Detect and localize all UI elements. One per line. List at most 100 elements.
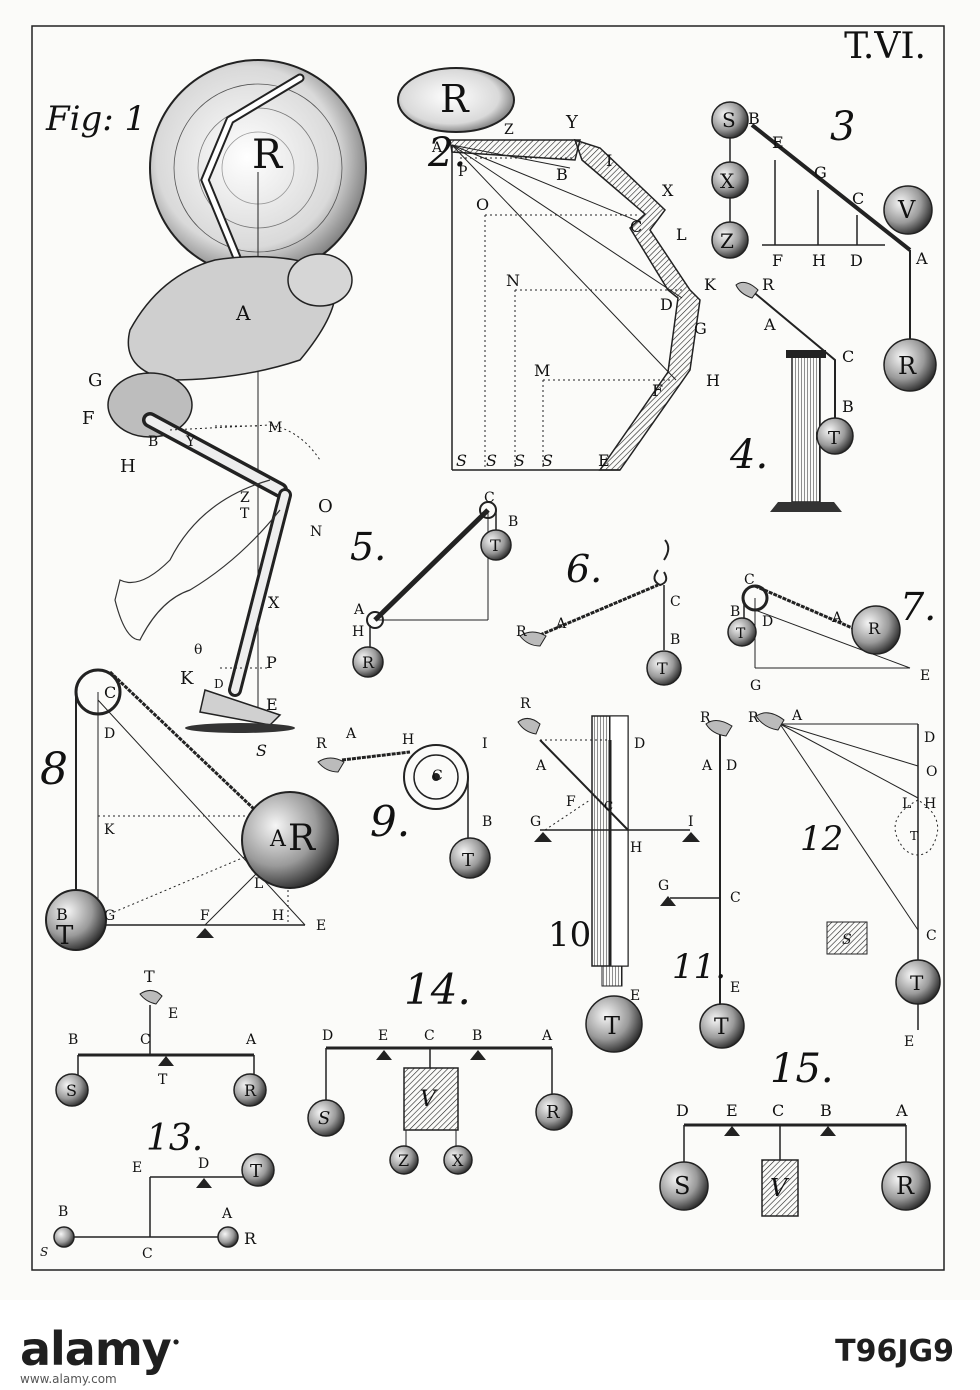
figure-12-labels: R A D O L H T C T E S 12 (748, 708, 937, 1050)
f7-label: C (744, 572, 755, 588)
f1-label: P (266, 653, 277, 672)
f3-label: F (772, 251, 783, 270)
fig13-number: 13. (146, 1118, 203, 1159)
f9-label: B (482, 814, 492, 830)
f15-label: V (770, 1174, 790, 1202)
f14-label: C (424, 1028, 435, 1044)
f2-label: E (598, 451, 610, 470)
f10-label: F (566, 794, 576, 810)
figure-3 (711, 101, 937, 392)
f1-label: θ (194, 642, 202, 658)
fig14-number: 14. (404, 965, 471, 1014)
f10-label: C (604, 799, 613, 813)
figure-9 (317, 744, 491, 879)
figure-7-labels: C B D T A R G E 7. (730, 572, 936, 694)
f8-label: L (254, 876, 263, 892)
f10-label: I (688, 814, 694, 830)
f13-label: B (68, 1032, 78, 1048)
figure-13 (53, 990, 275, 1248)
f1-label: Y (185, 434, 196, 450)
figure-11 (660, 720, 745, 1049)
f14-label: V (420, 1087, 438, 1112)
f2-label: K (704, 275, 717, 294)
f11-label: R (700, 710, 711, 726)
f1-label: F (82, 408, 95, 429)
fig8-number: 8 (40, 744, 68, 795)
f1-label: R (252, 132, 284, 178)
f3-label: X (720, 169, 735, 193)
f13-label: C (140, 1032, 151, 1048)
f3-label: D (850, 251, 863, 270)
f10-label: R (520, 696, 531, 712)
figure-11-labels: R A D G C E T 11. (658, 710, 741, 1040)
f4-label: R (762, 275, 775, 294)
figure-14 (307, 1046, 573, 1175)
f7-label: R (868, 619, 881, 638)
f6-label: R (516, 624, 527, 640)
f2-label: O (476, 195, 489, 214)
plate-title: T.VI. (844, 26, 926, 67)
f7-label: A (831, 610, 843, 626)
f1-label: X (268, 593, 280, 612)
f12-label: O (926, 764, 937, 780)
f2-label: Z (504, 122, 514, 138)
f13-label: S (66, 1081, 77, 1100)
f13-label: B (58, 1204, 68, 1220)
figure-4 (735, 281, 854, 512)
f15-label: R (896, 1172, 915, 1200)
alamy-logo: alamy• (20, 1322, 181, 1376)
f12-label: L (902, 796, 911, 812)
figure-9-labels: H C I R A B T 9. (316, 726, 492, 871)
f8-label: C (104, 683, 116, 702)
plate-svg: T.VI. Fig: 1 R A G (31, 25, 945, 1271)
f4-label: T (828, 428, 840, 449)
f1-label: A (235, 301, 251, 325)
f12-label: E (904, 1034, 914, 1050)
f2-label: S (514, 451, 525, 470)
f2-label: N (506, 271, 520, 290)
f3-label: E (772, 133, 784, 152)
f13-label: S (40, 1245, 48, 1259)
f11-label: C (730, 890, 741, 906)
figure-10-labels: R D A F C G I H E T 10 (520, 696, 694, 1040)
f15-label: D (676, 1101, 689, 1120)
f14-label: R (546, 1102, 560, 1123)
figure-13-labels: T E B C A S T R E D T B S C A R 13. (40, 967, 262, 1262)
engraved-plate: T.VI. Fig: 1 R A G (31, 25, 945, 1271)
f9-label: T (462, 850, 474, 871)
f2-label: P (458, 164, 467, 180)
f2-label: D (660, 295, 673, 314)
fig2-number: 2. (427, 130, 466, 176)
f10-label: A (535, 758, 547, 774)
load-stone (397, 67, 515, 133)
f7-label: T (736, 626, 746, 642)
f5-label: R (362, 653, 375, 672)
f15-label: A (895, 1101, 908, 1120)
f4-label: C (842, 347, 854, 366)
f8-label: F (200, 908, 210, 924)
f7-label: E (920, 668, 930, 684)
f1-label: K (180, 668, 194, 689)
figure-8-labels: C D K A R L B T G F H E 8 (40, 683, 326, 951)
f2-label: S (486, 451, 497, 470)
f1-label: S (256, 741, 267, 760)
f13-label: T (250, 1161, 262, 1182)
f8-label: R (288, 818, 316, 859)
f13-label: E (132, 1160, 142, 1176)
f5-label: A (353, 602, 365, 618)
figure-10 (517, 715, 700, 1053)
f12-label: S (842, 932, 852, 948)
f13-label: R (244, 1081, 257, 1100)
f7-label: B (730, 604, 740, 620)
figure-6-labels: C R A B T 6. (516, 547, 681, 678)
alamy-url: www.alamy.com (20, 1372, 117, 1386)
figure-8 (45, 668, 339, 951)
fig4-number: 4. (729, 432, 768, 478)
figure-4-labels: R A C B T 4. (729, 275, 854, 478)
f13-label: C (142, 1246, 153, 1262)
f15-label: C (772, 1101, 784, 1120)
f10-label: E (630, 988, 640, 1004)
figure-1-labels: R A G F B Y M H Z T O N X θ P K E S D (82, 132, 333, 760)
f2-label: Y (565, 112, 579, 133)
f2-label: B (556, 165, 568, 184)
